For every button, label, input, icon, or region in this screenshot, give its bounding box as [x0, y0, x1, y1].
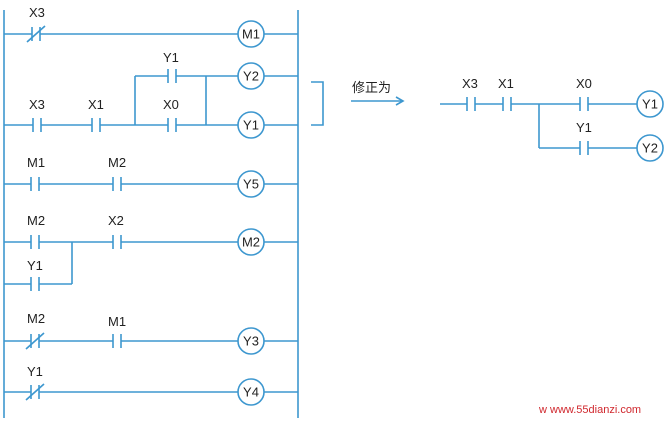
contact-label: X3: [462, 76, 478, 91]
contact-label: X0: [163, 97, 179, 112]
contact-label: X1: [88, 97, 104, 112]
contact-label: Y1: [163, 50, 179, 65]
coil-y2: [636, 134, 664, 162]
rung-2-3: Y1 Y2 X3 X1 X0 Y1: [4, 50, 324, 139]
contact-label: M2: [27, 213, 45, 228]
bracket: [311, 81, 324, 126]
coil-label: Y1: [642, 97, 658, 112]
rung-1: X3 M1: [4, 5, 298, 48]
arrow-label: 修正为: [352, 81, 391, 96]
correction-arrow: 修正为: [351, 81, 405, 106]
contact-label: X3: [29, 5, 45, 20]
left-ladder: X3 M1 Y1 Y2: [3, 5, 324, 418]
coil-label: Y5: [243, 177, 259, 192]
coil-label: Y1: [243, 118, 259, 133]
coil-label: M1: [242, 27, 260, 42]
contact-label: X3: [29, 97, 45, 112]
contact-label: M2: [108, 155, 126, 170]
contact-label: Y1: [27, 364, 43, 379]
contact-label: X0: [576, 76, 592, 91]
rung-5: M2 X2 M2 Y1: [4, 213, 298, 291]
rung-4: M1 M2 Y5: [4, 155, 298, 198]
rung-6: M2 M1 Y3: [4, 311, 298, 355]
coil-label: M2: [242, 235, 260, 250]
coil-label: Y4: [243, 385, 259, 400]
contact-label: X1: [498, 76, 514, 91]
right-ladder: X3 X1 X0 Y1 Y1 Y2: [440, 76, 664, 162]
rung-7: Y1 Y4: [4, 364, 298, 406]
contact-label: Y1: [576, 120, 592, 135]
contact-label: M2: [27, 311, 45, 326]
coil-y1: [636, 90, 664, 118]
coil-label: Y3: [243, 334, 259, 349]
contact-label: M1: [27, 155, 45, 170]
contact-label: M1: [108, 314, 126, 329]
coil-label: Y2: [243, 69, 259, 84]
contact-label: X2: [108, 213, 124, 228]
coil-label: Y2: [642, 141, 658, 156]
watermark: w www.55dianzi.com: [538, 404, 641, 416]
contact-label: Y1: [27, 258, 43, 273]
arrow-head-icon: [395, 96, 405, 106]
